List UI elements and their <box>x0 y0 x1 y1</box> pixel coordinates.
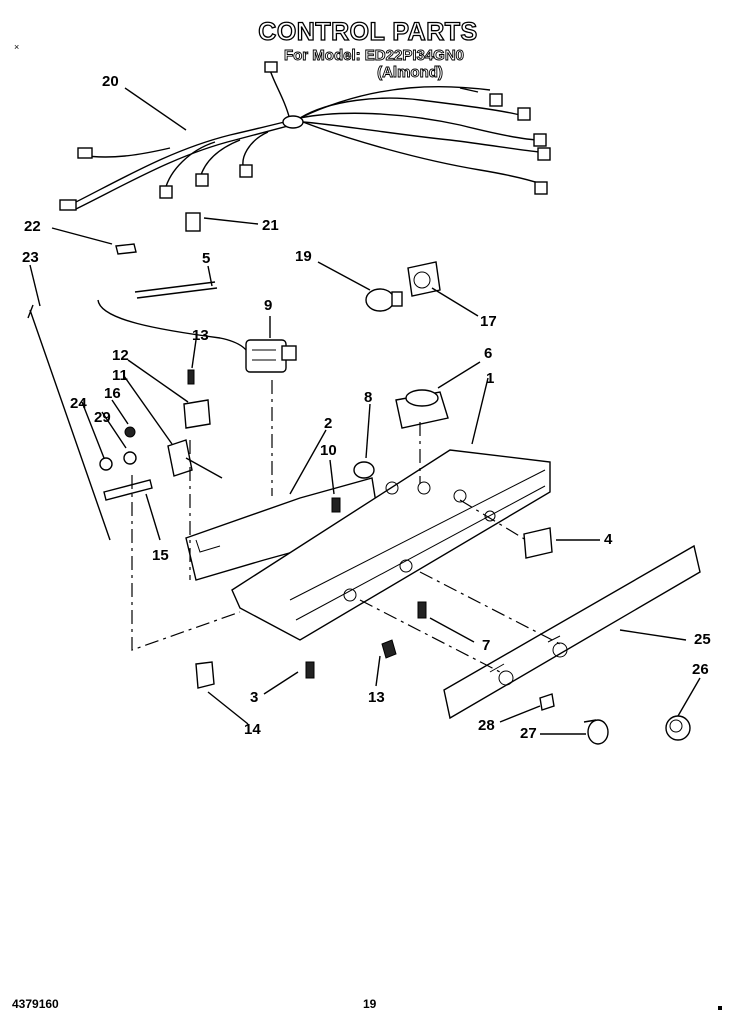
part-27-knob <box>583 719 609 745</box>
part-14-clip <box>195 661 215 689</box>
part-13-screw-upper <box>187 369 195 385</box>
callout-4: 4 <box>604 531 613 548</box>
callout-10: 10 <box>320 442 337 459</box>
callout-17: 17 <box>480 313 497 330</box>
corner-mark: × <box>14 42 19 52</box>
part-28-pointer <box>539 693 555 711</box>
part-7-screw <box>417 601 427 619</box>
callout-19: 19 <box>295 248 312 265</box>
part-29-screw <box>124 426 136 438</box>
part-12-bracket <box>183 399 211 429</box>
callout-13-upper: 13 <box>192 327 209 344</box>
part-1-housing <box>231 449 551 641</box>
callout-13-lower: 13 <box>368 689 385 706</box>
part-22-clip <box>115 243 137 255</box>
page-title: CONTROL PARTS <box>258 18 477 46</box>
callout-23: 23 <box>22 249 39 266</box>
callout-25: 25 <box>694 631 711 648</box>
part-3-screw <box>305 661 315 679</box>
callout-22: 22 <box>24 218 41 235</box>
assembly-lines <box>131 380 561 673</box>
callout-26: 26 <box>692 661 709 678</box>
callout-1: 1 <box>486 370 494 387</box>
part-24-washer <box>99 457 113 471</box>
part-15-bracket <box>103 479 153 501</box>
callout-28: 28 <box>478 717 495 734</box>
part-19-bulb <box>365 288 403 312</box>
part-16-washer <box>123 451 137 465</box>
color-line: (Almond) <box>377 64 443 81</box>
callout-29: 29 <box>94 409 111 426</box>
part-10-screw <box>331 497 341 513</box>
callout-27: 27 <box>520 725 537 742</box>
callout-21: 21 <box>262 217 279 234</box>
callout-15: 15 <box>152 547 169 564</box>
part-17-socket <box>407 261 441 297</box>
callout-16: 16 <box>104 385 121 402</box>
part-8-grommet <box>353 461 375 479</box>
callout-7: 7 <box>482 637 490 654</box>
callout-11: 11 <box>112 367 128 384</box>
part-23-rod <box>29 309 111 541</box>
document-number: 4379160 <box>12 997 59 1011</box>
part-11-shaft <box>167 439 223 479</box>
corner-dot <box>718 1006 722 1010</box>
part-13-screw-lower <box>381 639 397 659</box>
part-9-control <box>245 339 297 373</box>
callout-12: 12 <box>112 347 129 364</box>
callout-9: 9 <box>264 297 272 314</box>
callout-5: 5 <box>202 250 210 267</box>
callout-20: 20 <box>102 73 119 90</box>
callout-24: 24 <box>70 395 87 412</box>
callout-14: 14 <box>244 721 261 738</box>
part-26-knob <box>665 715 691 741</box>
part-21-clip <box>185 212 201 232</box>
part-6-timer <box>395 389 449 429</box>
callout-2: 2 <box>324 415 332 432</box>
part-25-panel <box>443 544 701 720</box>
page-number: 19 <box>363 997 377 1011</box>
callout-6: 6 <box>484 345 492 362</box>
callout-labels: 20 21 22 23 5 19 17 9 13 12 11 16 24 29 … <box>22 73 711 742</box>
part-4-clip <box>523 527 553 559</box>
callout-3: 3 <box>250 689 258 706</box>
model-line: For Model: ED22PI34GN0 <box>284 47 464 64</box>
leader-lines <box>29 87 701 735</box>
wire-harness-20 <box>59 61 551 211</box>
callout-8: 8 <box>364 389 372 406</box>
